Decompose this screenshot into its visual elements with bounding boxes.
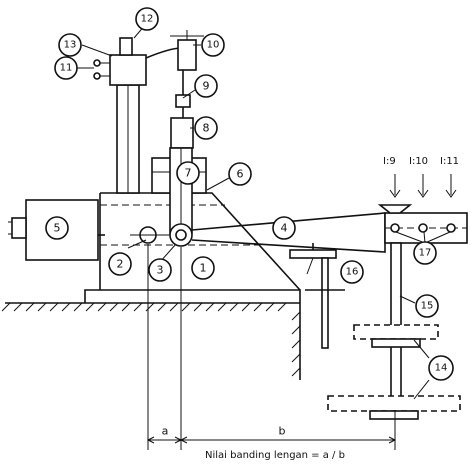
svg-text:1: 1 [200,262,207,275]
svg-text:17: 17 [419,248,432,259]
svg-text:3: 3 [157,264,164,277]
ratio-caption: Nilai banding lengan = a / b [205,450,345,461]
callout-2: 2 [108,252,132,276]
callout-6: 6 [228,162,252,186]
svg-text:7: 7 [185,167,192,180]
callout-16: 16 [340,260,364,284]
callout-7: 7 [176,161,200,185]
pendulum-rod [169,70,194,234]
load-label-2: I:10 [409,156,428,167]
svg-text:12: 12 [141,14,154,25]
dimension-b: b [279,425,286,438]
callout-9: 9 [194,74,218,98]
screw-clamp [289,243,345,349]
svg-text:4: 4 [281,222,288,235]
callout-11: 11 [54,56,78,80]
svg-text:2: 2 [117,258,124,271]
callout-8: 8 [194,116,218,140]
lever-arm [191,204,468,253]
svg-text:10: 10 [207,40,220,51]
weight-hanger [327,242,461,420]
callout-4: 4 [272,216,296,240]
callout-12: 12 [135,7,159,31]
callout-3: 3 [148,258,172,282]
dimension-lines [146,244,397,450]
ground-base [1,302,301,380]
callout-17: 17 [413,241,437,265]
callout-13: 13 [58,33,82,57]
svg-text:9: 9 [203,80,210,93]
dimension-a: a [162,425,169,438]
callout-10: 10 [201,33,225,57]
svg-text:11: 11 [60,63,73,74]
support-column [93,30,204,194]
load-label-1: I:9 [383,156,396,167]
svg-text:15: 15 [421,301,434,312]
callout-15: 15 [415,294,439,318]
svg-text:6: 6 [237,168,244,181]
svg-text:5: 5 [54,222,61,235]
load-arrows [389,174,457,198]
load-label-3: I:11 [440,156,459,167]
callout-5: 5 [45,216,69,240]
svg-text:8: 8 [203,122,210,135]
svg-text:13: 13 [64,40,77,51]
pivot [130,223,193,247]
callout-14: 14 [428,355,454,381]
svg-text:14: 14 [435,363,448,374]
callout-1: 1 [191,256,215,280]
svg-text:16: 16 [346,267,359,278]
